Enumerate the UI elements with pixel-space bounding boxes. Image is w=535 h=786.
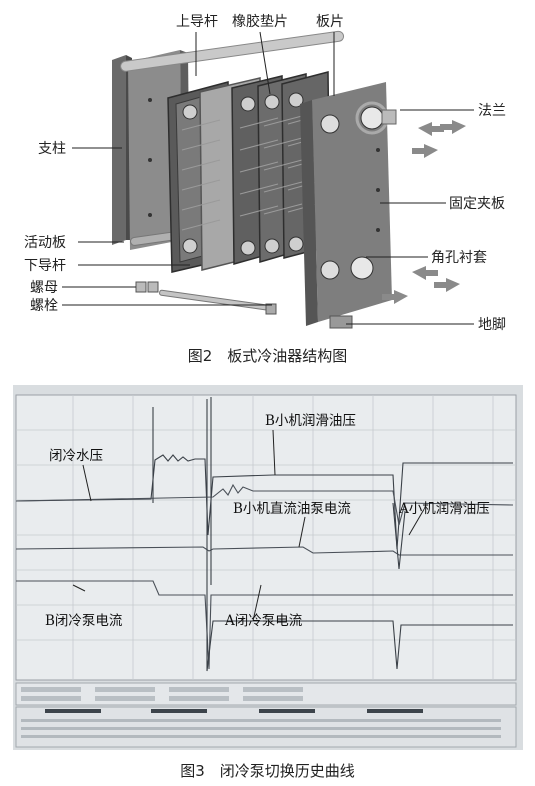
label-rubber-gasket: 橡胶垫片 bbox=[232, 13, 288, 30]
label-bolt: 螺栓 bbox=[30, 298, 58, 314]
label-a-lube-oil-pressure: A小机润滑油压 bbox=[398, 501, 490, 517]
label-flange: 法兰 bbox=[478, 103, 506, 119]
label-b-dc-oil-pump-current: B小机直流油泵电流 bbox=[233, 501, 351, 517]
curve-b-closed-pump-current bbox=[16, 580, 513, 670]
curve-a-closed-pump-current bbox=[206, 399, 513, 672]
plot-area bbox=[15, 394, 517, 681]
label-pillar: 支柱 bbox=[38, 141, 66, 157]
curve-b-lube-oil-pressure bbox=[15, 454, 513, 550]
label-b-lube-oil-pressure: B小机润滑油压 bbox=[265, 413, 356, 429]
label-corner-bushing: 角孔衬套 bbox=[431, 250, 487, 266]
upper-guide-rod-graphic bbox=[120, 30, 345, 72]
curve-b-dc-oil-pump-current bbox=[15, 546, 513, 556]
label-closed-cooling-water-pressure: 闭冷水压 bbox=[49, 448, 103, 464]
curve-closed-cooling-water-pressure bbox=[15, 483, 514, 526]
label-foot: 地脚 bbox=[478, 317, 506, 333]
label-nut: 螺母 bbox=[30, 280, 58, 296]
legend-panel bbox=[15, 682, 517, 706]
curve-a-lube-oil-pressure bbox=[152, 407, 406, 570]
label-fixed-clamp-plate: 固定夹板 bbox=[449, 196, 505, 212]
label-upper-guide-rod: 上导杆 bbox=[176, 14, 218, 30]
fixed-clamp-plate-graphic bbox=[300, 82, 392, 326]
figure2-caption: 图2 板式冷油器结构图 bbox=[187, 347, 348, 365]
foot-graphic bbox=[329, 315, 353, 329]
history-curve-screenshot: 闭冷水压 B小机润滑油压 B小机直流油泵电流 A小机润滑油压 B闭冷泵电流 A闭… bbox=[13, 385, 523, 750]
label-lower-guide-rod: 下导杆 bbox=[24, 258, 66, 274]
label-plate: 板片 bbox=[316, 14, 344, 30]
plate-cooler-diagram: 上导杆 橡胶垫片 板片 法兰 支柱 固定夹板 活动板 下导杆 角孔衬套 螺母 螺… bbox=[24, 13, 506, 333]
figure3-caption: 图3 闭冷泵切换历史曲线 bbox=[180, 762, 355, 780]
flow-arrows bbox=[382, 120, 466, 304]
flange-graphic bbox=[355, 101, 397, 135]
label-a-closed-pump-current: A闭冷泵电流 bbox=[224, 613, 303, 629]
nut-bolt-graphic bbox=[135, 281, 277, 315]
label-b-closed-pump-current: B闭冷泵电流 bbox=[45, 613, 123, 629]
label-movable-plate: 活动板 bbox=[24, 235, 66, 251]
